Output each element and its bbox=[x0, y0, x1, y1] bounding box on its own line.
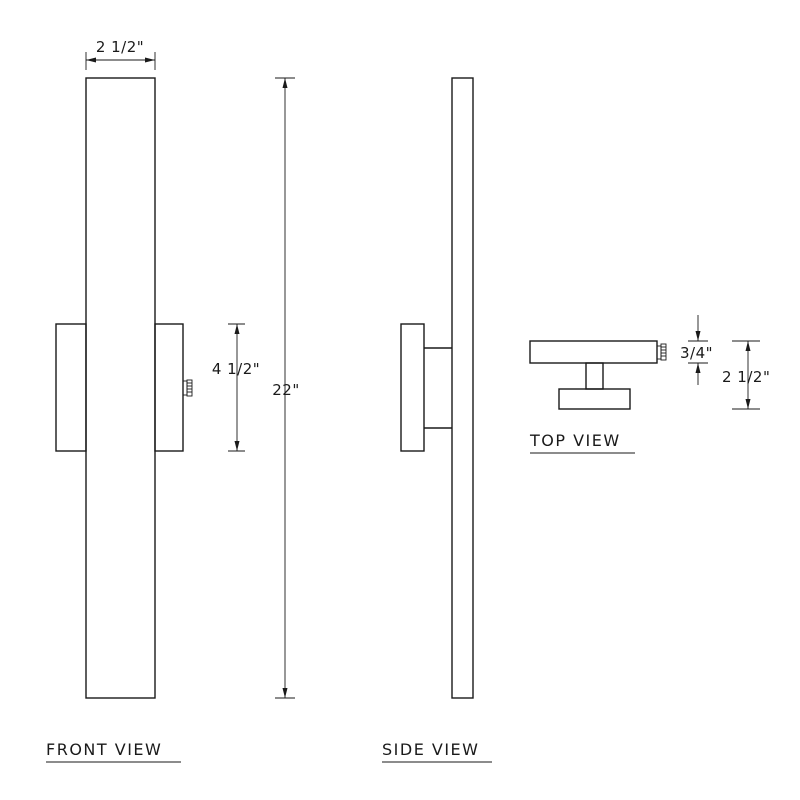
view-labels: FRONT VIEW SIDE VIEW TOP VIEW bbox=[46, 431, 635, 763]
thickness-label: 3/4" bbox=[680, 344, 713, 362]
side-body bbox=[451, 77, 474, 699]
front-switch-knob bbox=[186, 379, 193, 397]
front-view-title: FRONT VIEW bbox=[46, 740, 162, 759]
front-mount-right bbox=[154, 323, 184, 452]
side-wall-plate bbox=[400, 323, 425, 452]
thickness-dimension: 3/4" bbox=[680, 315, 713, 385]
front-body bbox=[85, 77, 156, 699]
side-view-title: SIDE VIEW bbox=[382, 740, 479, 759]
side-view bbox=[400, 77, 474, 699]
mount-height-dimension: 4 1/2" bbox=[212, 323, 260, 452]
width-dimension: 2 1/2" bbox=[85, 38, 156, 70]
overall-height-dimension: 22" bbox=[272, 77, 300, 699]
front-mount-left bbox=[55, 323, 87, 452]
overall-height-label: 22" bbox=[272, 381, 300, 399]
top-arm bbox=[585, 362, 604, 390]
top-switch-knob bbox=[660, 343, 667, 361]
mount-height-label: 4 1/2" bbox=[212, 360, 260, 378]
top-view-title: TOP VIEW bbox=[529, 431, 621, 450]
front-view bbox=[55, 77, 193, 699]
depth-label: 2 1/2" bbox=[722, 368, 770, 386]
top-body bbox=[529, 340, 658, 364]
top-view bbox=[529, 340, 667, 410]
depth-dimension: 2 1/2" bbox=[722, 340, 770, 410]
top-wall-plate bbox=[558, 388, 631, 410]
width-dimension-label: 2 1/2" bbox=[96, 38, 144, 56]
